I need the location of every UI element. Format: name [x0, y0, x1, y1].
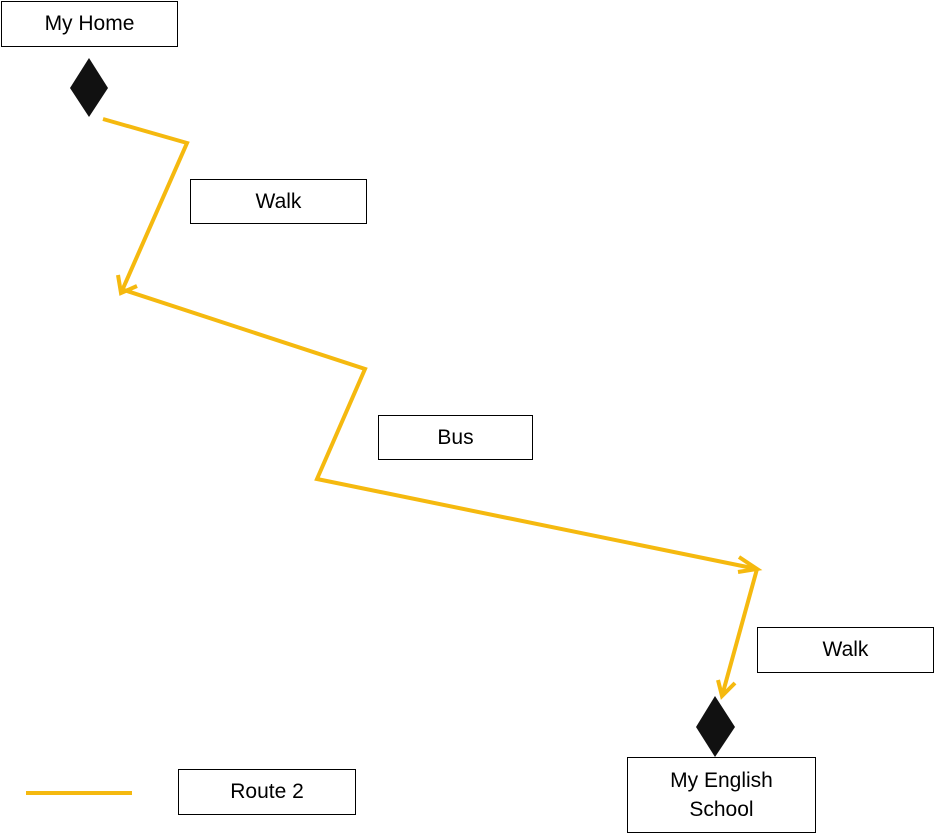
route-segment-walk-2 — [720, 568, 759, 697]
segment-walk-2-label: Walk — [822, 638, 869, 662]
segment-walk-2-box: Walk — [757, 627, 934, 673]
legend-label-box: Route 2 — [178, 769, 356, 815]
end-label: My English School — [670, 768, 773, 821]
school-diamond-icon — [696, 696, 735, 757]
route-segment-bus — [120, 287, 758, 571]
end-label-box: My English School — [627, 757, 816, 833]
route-segment-walk-1 — [102, 117, 190, 294]
segment-walk-1-box: Walk — [190, 179, 367, 224]
segment-walk-1-label: Walk — [255, 189, 302, 213]
segment-bus-box: Bus — [378, 415, 533, 460]
segment-bus-label: Bus — [437, 425, 474, 449]
legend-label: Route 2 — [230, 780, 304, 804]
start-label: My Home — [44, 12, 135, 36]
route-arrowhead-3 — [716, 679, 737, 700]
home-diamond-icon — [70, 58, 108, 117]
route-arrowhead-1 — [116, 274, 138, 296]
start-label-box: My Home — [1, 1, 178, 47]
